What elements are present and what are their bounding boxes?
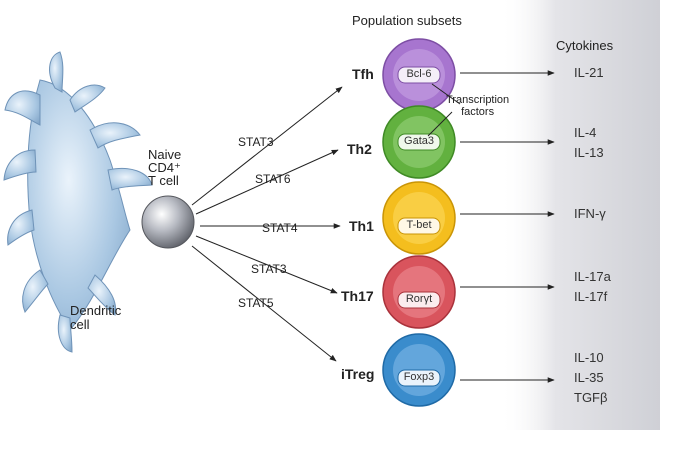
tf-label-itreg: Foxp3 — [403, 371, 435, 383]
cytokine-item: IL-21 — [574, 65, 604, 80]
cytokine-item: TGFβ — [574, 390, 608, 405]
subset-name-th1: Th1 — [349, 218, 374, 234]
stat-label-tfh: STAT3 — [238, 135, 274, 149]
subset-name-itreg: iTreg — [341, 366, 375, 382]
cytokines-header: Cytokines — [556, 38, 614, 53]
arrow-itreg — [191, 245, 337, 362]
tf-pointer-bcl6 — [431, 83, 461, 105]
tf-label-th2: Gata3 — [404, 135, 434, 147]
arrow-th2 — [195, 149, 339, 215]
tf-pointer-gata3 — [427, 111, 453, 137]
cytokine-item: IL-13 — [574, 145, 604, 160]
tf-label-tfh: Bcl-6 — [406, 68, 432, 80]
subset-cell-th17 — [382, 255, 456, 329]
subset-cell-th1 — [382, 181, 456, 255]
cytokines-itreg: IL-10 IL-35 TGFβ — [574, 348, 607, 408]
population-subsets-header: Population subsets — [352, 13, 462, 28]
arrow-th17 — [195, 235, 338, 294]
stat-label-th2: STAT6 — [255, 172, 291, 186]
stat-label-th17: STAT3 — [251, 262, 287, 276]
stat-label-itreg: STAT5 — [238, 296, 274, 310]
cytokine-item: IFN-γ — [574, 206, 606, 221]
subset-cell-tfh — [382, 38, 456, 112]
cytokines-tfh: IL-21 — [574, 63, 604, 83]
tf-label-th1: T-bet — [406, 219, 432, 231]
stat-label-th1: STAT4 — [262, 221, 298, 235]
cytokine-item: IL-17a — [574, 269, 611, 284]
cytokine-item: IL-10 — [574, 350, 604, 365]
cytokines-th17: IL-17a IL-17f — [574, 267, 611, 307]
cytokine-item: IL-17f — [574, 289, 608, 304]
cytokine-item: IL-4 — [574, 125, 597, 140]
cytokine-panel — [500, 0, 660, 430]
subset-name-th2: Th2 — [347, 141, 372, 157]
subset-cell-th2 — [382, 105, 456, 179]
arrow-tfh — [191, 86, 343, 206]
subset-cell-itreg — [382, 333, 456, 407]
naive-t-cell — [141, 195, 195, 249]
cytokines-th2: IL-4 IL-13 — [574, 123, 604, 163]
transcription-factors-annotation: Transcription factors — [446, 94, 510, 118]
dendritic-cell — [3, 51, 153, 353]
cytokine-item: IL-35 — [574, 370, 604, 385]
subset-name-tfh: Tfh — [352, 66, 374, 82]
subset-name-th17: Th17 — [341, 288, 374, 304]
dendritic-cell-label: Dendritic cell — [70, 303, 122, 332]
cytokines-th1: IFN-γ — [574, 204, 606, 224]
tf-label-th17: Rorγt — [405, 293, 433, 305]
naive-t-cell-label: Naive CD4⁺ T cell — [148, 147, 182, 188]
